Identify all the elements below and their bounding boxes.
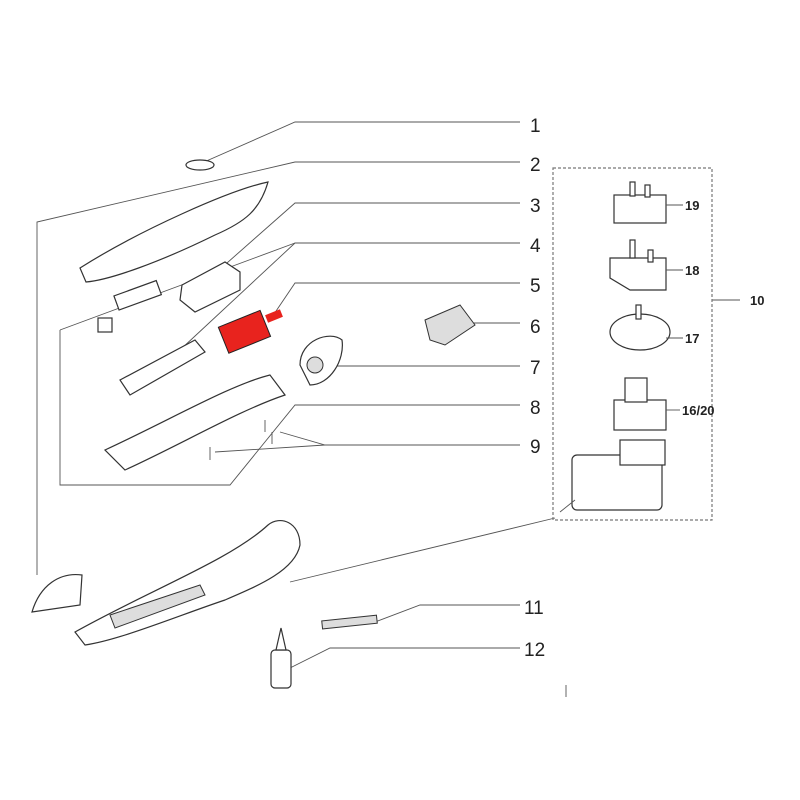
part-9-screws [209,420,273,460]
callout-19: 19 [685,198,699,213]
part-4-battery [97,317,206,396]
callout-11: 11 [524,598,544,619]
callout-1: 1 [530,116,541,137]
callout-17: 17 [685,331,699,346]
callout-5: 5 [530,276,541,297]
part-6-comb [424,304,476,346]
adapter-17-au-plug [609,304,671,351]
callout-8: 8 [530,398,541,419]
part-end-cap [31,573,83,613]
adapter-16-20-eu-plug [613,377,667,431]
callout-3: 3 [530,196,541,217]
adapter-18-uk-plug [609,239,667,291]
callout-6: 6 [530,317,541,338]
adapter-19-us-plug [613,181,667,224]
adapter-power-supply [559,439,666,513]
part-2-top-cover [79,181,269,283]
callout-9: 9 [530,437,541,458]
callout-10: 10 [750,293,764,308]
adapter-kit-box [552,167,713,521]
part-5-motor [217,309,283,354]
part-7-blade-head [299,335,343,386]
callout-labels: 1 2 3 4 5 6 7 8 9 11 12 10 19 18 17 16/2… [524,116,764,661]
callout-16-20: 16/20 [682,403,715,418]
callout-12: 12 [524,640,545,661]
part-11-cleaning-brush [321,614,378,630]
callout-4: 4 [530,236,541,257]
callout-7: 7 [530,358,541,379]
callout-2: 2 [530,155,541,176]
part-main-body [74,520,301,646]
callout-18: 18 [685,263,699,278]
part-12-oil-bottle [270,627,292,689]
part-1-button [185,159,215,171]
part-8-bottom-housing [103,374,286,471]
part-3-circuit-board [113,261,241,313]
